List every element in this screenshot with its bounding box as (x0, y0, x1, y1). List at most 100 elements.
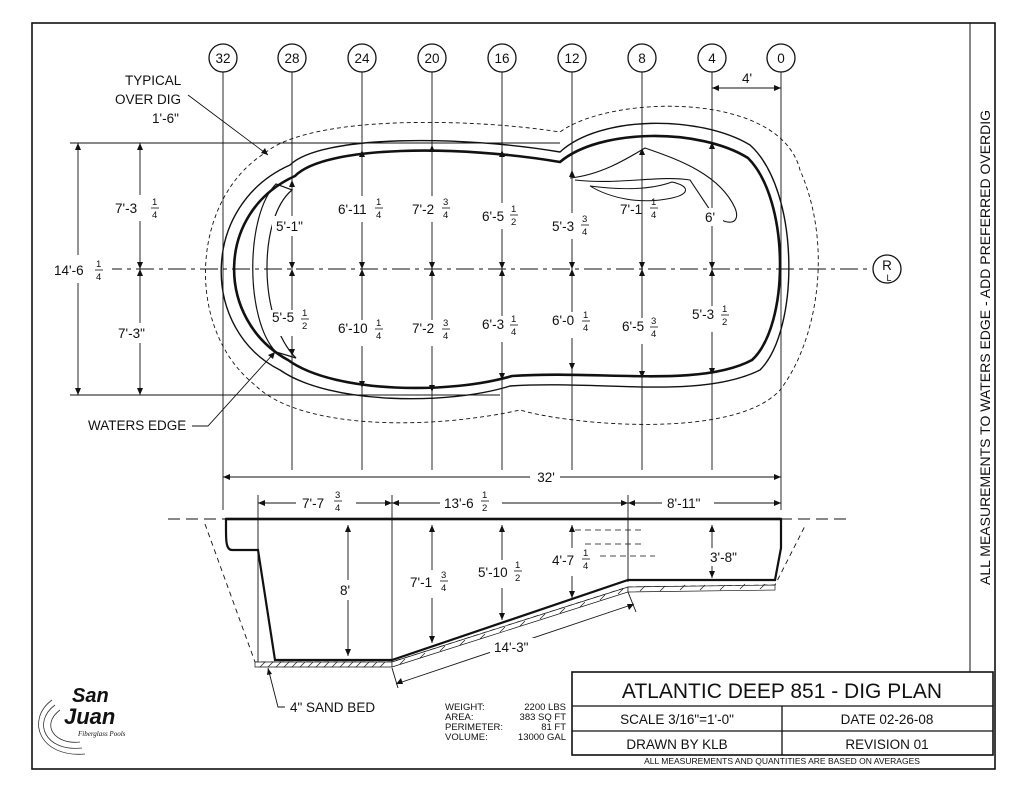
station-label: 12 (564, 51, 579, 66)
drawing-title: ATLANTIC DEEP 851 - DIG PLAN (622, 680, 942, 703)
depth-dim: 5'-10 (478, 565, 508, 580)
svg-text:4: 4 (335, 503, 340, 514)
slope-dim: 14'-3" (391, 591, 637, 689)
specs-block: WEIGHT: AREA: PERIMETER: VOLUME: 2200 LB… (445, 702, 566, 743)
svg-text:Fiberglass Pools: Fiberglass Pools (77, 730, 126, 738)
svg-text:1: 1 (376, 197, 381, 208)
svg-text:1: 1 (651, 197, 656, 208)
station-marker (347, 43, 377, 73)
upper-dim: 5'-3 (552, 219, 574, 234)
station-label: 32 (215, 51, 230, 66)
svg-text:1: 1 (722, 304, 727, 315)
svg-text:13000 GAL: 13000 GAL (518, 732, 566, 743)
svg-text:383 SQ FT: 383 SQ FT (520, 712, 567, 723)
svg-text:1: 1 (302, 308, 307, 319)
station-label: 28 (284, 51, 299, 66)
station-marker (487, 43, 517, 73)
station-label: 20 (424, 51, 439, 66)
station-label: 4 (708, 51, 716, 66)
station-label: 8 (638, 51, 646, 66)
drawn-by: DRAWN BY KLB (626, 737, 727, 752)
drawing-border (31, 22, 996, 770)
upper-dim: 7'-2 (412, 202, 434, 217)
segment-2: 13'-6 (444, 496, 474, 511)
svg-text:OVER DIG: OVER DIG (115, 92, 181, 107)
upper-dim: 7'-1 (620, 202, 642, 217)
pool-outer-edge (220, 122, 790, 400)
svg-text:2: 2 (722, 317, 727, 328)
svg-text:4: 4 (651, 329, 656, 340)
depth-dim: 7'-1 (410, 575, 432, 590)
total-width-den: 4 (96, 272, 101, 283)
station-dim-arrows (289, 142, 715, 392)
sand-bed-callout: 4" SAND BED (267, 667, 375, 715)
pool-shell-profile (224, 517, 783, 662)
centerline-symbol-l: L (886, 273, 891, 283)
station-markers: 32 28 24 20 16 12 8 4 0 (208, 43, 796, 73)
svg-text:3: 3 (443, 197, 448, 208)
logo-swirl-icon (38, 699, 86, 755)
upper-dim: 6'-11 (338, 202, 367, 217)
upper-dim: 5'-1" (276, 219, 303, 234)
centerline-symbol (872, 254, 902, 284)
lower-dim: 6'-0 (552, 313, 574, 328)
svg-text:WATERS EDGE: WATERS EDGE (88, 418, 186, 433)
svg-text:3: 3 (335, 490, 340, 501)
station-marker (557, 43, 587, 73)
upper-dims: 5'-1" 6'-11 1 4 7'-2 3 4 6'-5 1 2 5'-3 3… (272, 196, 723, 239)
svg-text:PERIMETER:: PERIMETER: (445, 722, 503, 733)
svg-text:4: 4 (441, 583, 446, 594)
lower-dim: 5'-3 (692, 307, 714, 322)
svg-text:81 FT: 81 FT (541, 722, 566, 733)
svg-text:4: 4 (651, 210, 656, 221)
svg-text:1'-6": 1'-6" (152, 111, 179, 126)
total-width: 14'-6 (54, 263, 84, 278)
svg-text:1: 1 (583, 548, 588, 559)
upper-width-den: 4 (152, 210, 157, 221)
drawing-scale: SCALE 3/16"=1'-0" (620, 712, 734, 727)
svg-text:1: 1 (515, 560, 520, 571)
station-label: 16 (494, 51, 509, 66)
station-spacing-text: 4' (742, 71, 752, 86)
station-marker (277, 43, 307, 73)
pool-waters-edge (232, 134, 782, 390)
svg-text:4: 4 (511, 327, 516, 338)
svg-text:4: 4 (376, 331, 381, 342)
svg-text:4: 4 (376, 210, 381, 221)
svg-text:2: 2 (511, 217, 516, 228)
sand-bed (254, 583, 776, 668)
lower-dim: 6'-3 (482, 317, 504, 332)
svg-text:4: 4 (583, 323, 588, 334)
segment-3: 8'-11" (667, 496, 701, 511)
segment-1: 7'-7 (302, 496, 324, 511)
section-overall-length: 32' (537, 470, 555, 485)
svg-text:1: 1 (376, 318, 381, 329)
title-block: ATLANTIC DEEP 851 - DIG PLAN SCALE 3/16"… (571, 671, 994, 766)
side-note: ALL MEASUREMENTS TO WATERS EDGE - ADD PR… (977, 110, 993, 585)
centerline-symbol-r: R (882, 258, 892, 273)
svg-text:AREA:: AREA: (445, 712, 474, 723)
svg-text:2: 2 (515, 573, 520, 584)
shallow-step-lines (575, 529, 655, 557)
station-marker (766, 43, 796, 73)
svg-text:4: 4 (582, 227, 587, 238)
lower-dim: 5'-5 (272, 310, 294, 325)
svg-text:2: 2 (482, 503, 487, 514)
overdig-outline (205, 105, 819, 425)
waters-edge-callout: WATERS EDGE (88, 351, 276, 433)
svg-text:1: 1 (583, 310, 588, 321)
station-spacing-dim: 4' (712, 71, 781, 91)
upper-width-num: 1 (152, 197, 157, 208)
svg-text:1: 1 (511, 204, 516, 215)
overdig-callout: TYPICAL OVER DIG 1'-6" (115, 73, 269, 156)
station-marker (208, 43, 238, 73)
drawing-revision: REVISION 01 (845, 737, 928, 752)
svg-text:1: 1 (511, 314, 516, 325)
svg-text:2: 2 (302, 321, 307, 332)
station-lines (222, 71, 782, 510)
san-juan-logo: San Juan Fiberglass Pools (38, 685, 126, 755)
svg-text:WEIGHT:: WEIGHT: (445, 702, 485, 713)
lower-dim: 6'-10 (338, 321, 368, 336)
svg-text:VOLUME:: VOLUME: (445, 732, 488, 743)
